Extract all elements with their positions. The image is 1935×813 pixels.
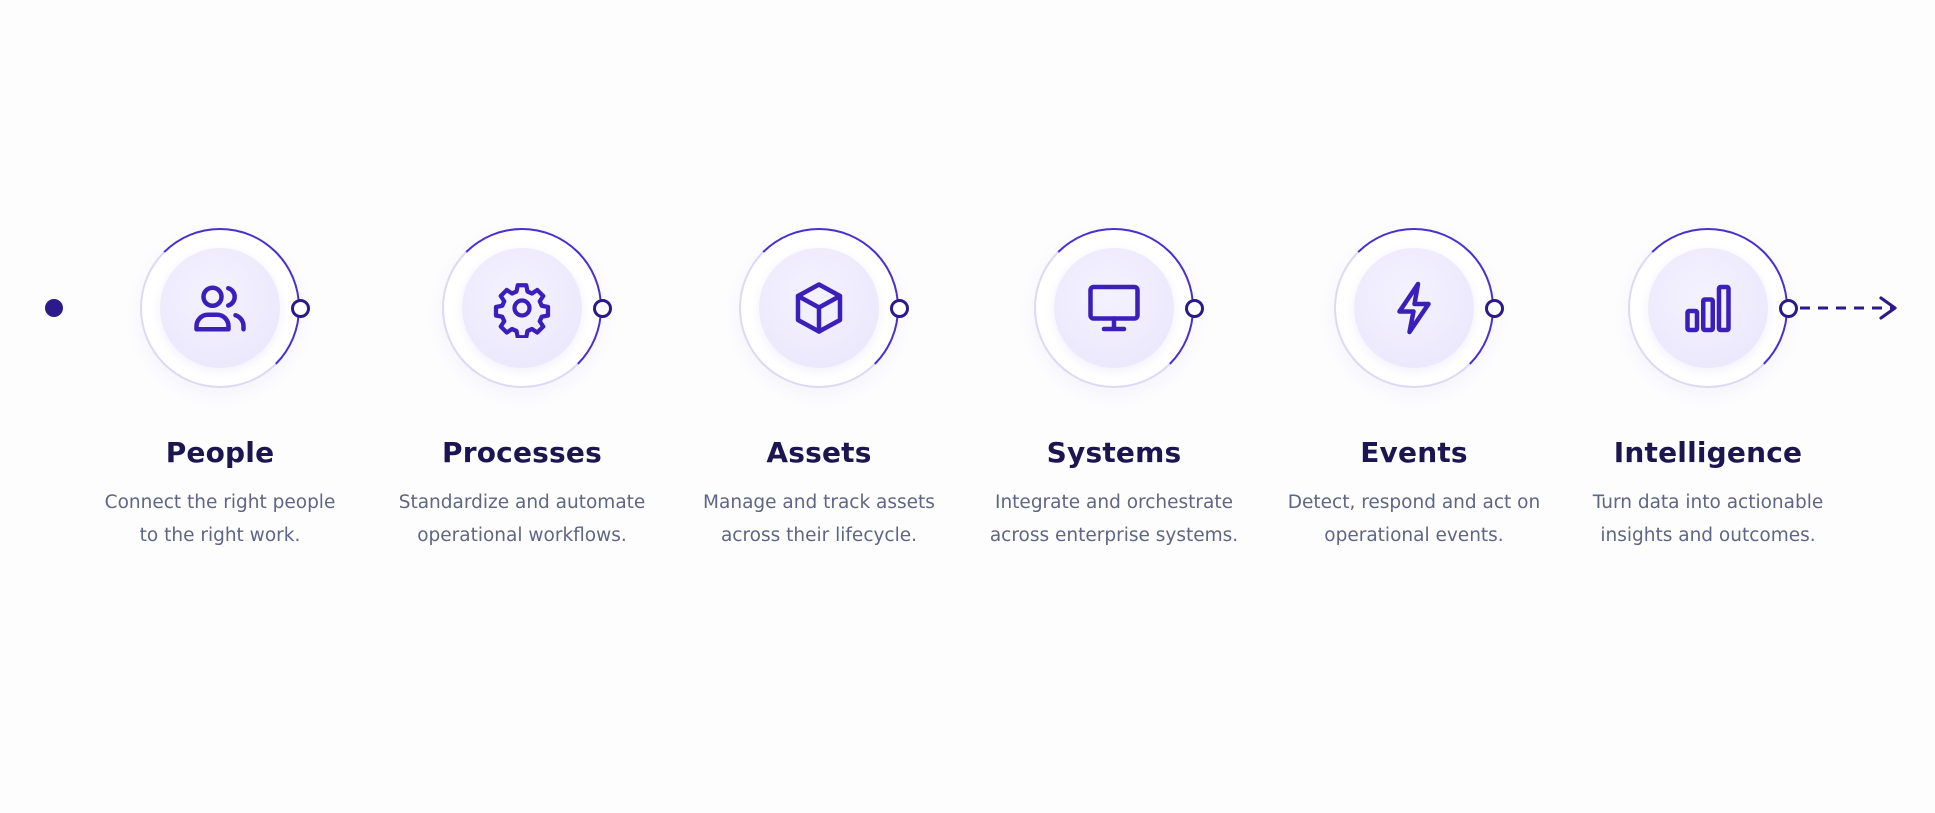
step-description: Manage and track assets across their lif… bbox=[703, 492, 935, 546]
step-title: Systems bbox=[1046, 436, 1182, 469]
icon-disc bbox=[462, 248, 582, 368]
step-description: Integrate and orchestrate across enterpr… bbox=[989, 492, 1239, 546]
icon-disc bbox=[1354, 248, 1474, 368]
step-events: Events Detect, respond and act on operat… bbox=[1264, 0, 1564, 813]
step-ring bbox=[739, 228, 909, 388]
bar-chart-icon bbox=[1678, 278, 1738, 338]
step-description: Turn data into actionable insights and o… bbox=[1592, 492, 1824, 546]
step-people: People Connect the right people to the r… bbox=[70, 0, 370, 813]
step-ring bbox=[1628, 228, 1798, 388]
step-processes: Processes Standardize and automate opera… bbox=[372, 0, 672, 813]
icon-disc bbox=[1054, 248, 1174, 368]
step-systems: Systems Integrate and orchestrate across… bbox=[964, 0, 1264, 813]
step-assets: Assets Manage and track assets across th… bbox=[669, 0, 969, 813]
step-description: Standardize and automate operational wor… bbox=[398, 492, 646, 546]
step-connector-dot bbox=[593, 299, 612, 318]
flow-start-dot bbox=[45, 299, 63, 317]
step-title: People bbox=[165, 436, 275, 469]
step-ring bbox=[1034, 228, 1204, 388]
icon-disc bbox=[759, 248, 879, 368]
step-connector-dot bbox=[890, 299, 909, 318]
icon-disc bbox=[1648, 248, 1768, 368]
icon-disc bbox=[160, 248, 280, 368]
step-title: Assets bbox=[766, 436, 872, 469]
step-title: Processes bbox=[442, 436, 602, 469]
step-description: Detect, respond and act on operational e… bbox=[1287, 492, 1541, 546]
step-connector-dot bbox=[1779, 299, 1798, 318]
step-connector-dot bbox=[291, 299, 310, 318]
lightning-icon bbox=[1384, 278, 1444, 338]
step-description: Connect the right people to the right wo… bbox=[104, 492, 336, 546]
step-connector-dot bbox=[1485, 299, 1504, 318]
flow-arrowhead bbox=[1879, 296, 1897, 320]
step-connector-dot bbox=[1185, 299, 1204, 318]
gear-icon bbox=[492, 278, 552, 338]
step-ring bbox=[1334, 228, 1504, 388]
step-title: Intelligence bbox=[1613, 436, 1803, 469]
box-icon bbox=[789, 278, 849, 338]
step-intelligence: Intelligence Turn data into actionable i… bbox=[1558, 0, 1858, 813]
monitor-icon bbox=[1084, 278, 1144, 338]
step-ring bbox=[442, 228, 612, 388]
step-title: Events bbox=[1360, 436, 1468, 469]
step-ring bbox=[140, 228, 310, 388]
users-icon bbox=[190, 278, 250, 338]
